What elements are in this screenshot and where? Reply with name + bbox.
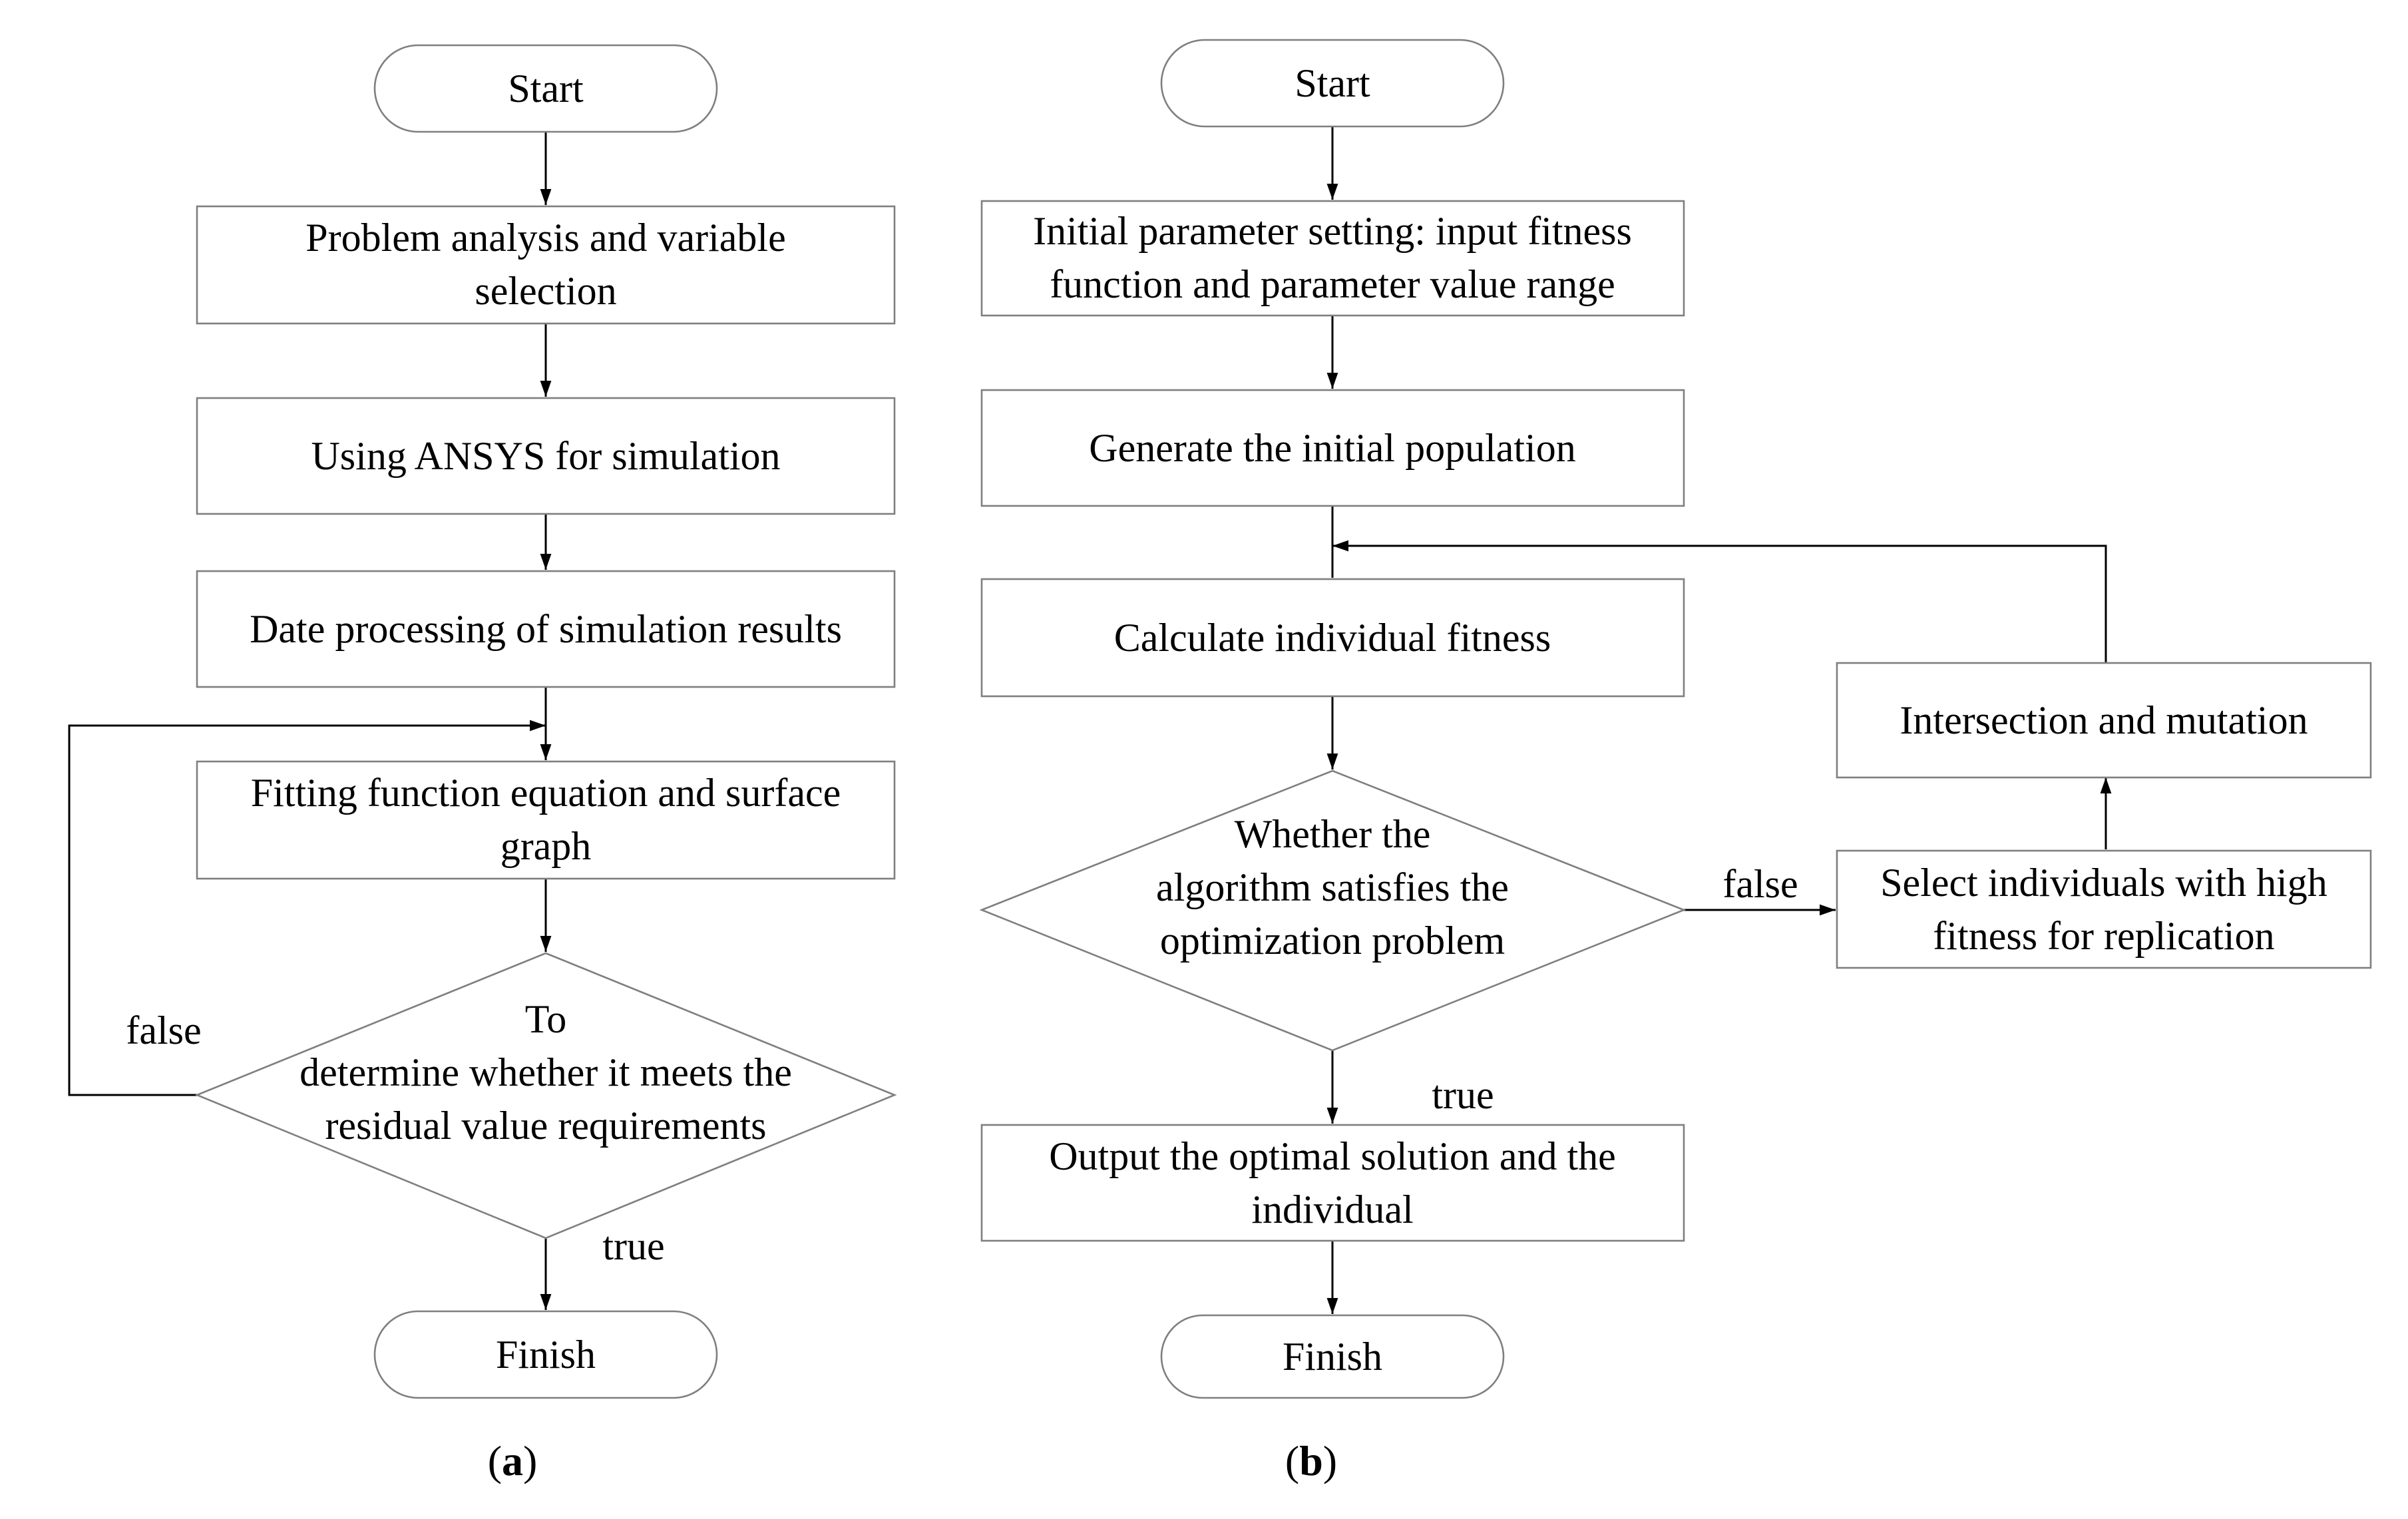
b-start-label: Start [1295,61,1370,105]
caption-b: (b) [1285,1437,1337,1484]
b-output-label-line2: individual [1251,1188,1413,1231]
flowchart-b: Start Initial parameter setting: input f… [979,39,2372,1484]
a-step3-label: Date processing of simulation results [250,607,842,651]
b-finish-terminator [1160,1314,1505,1399]
a-step3-box [196,570,896,688]
b-false-label: false [1722,862,1798,906]
a-step4-label-line2: graph [501,824,592,868]
a-step2-label: Using ANSYS for simulation [311,434,780,478]
a-step2-box [196,397,896,515]
a-decision-label-line2: determine whether it meets the [300,1050,792,1094]
flowchart-a-connectors [68,132,552,1310]
arrow-a-false-loop [68,720,546,1096]
b-select-label-line1: Select individuals with high [1880,861,2327,905]
a-finish-terminator [373,1310,718,1399]
a-finish-label: Finish [496,1333,596,1377]
a-step1-label-line2: selection [475,269,616,313]
a-decision-label-line1: To [525,997,566,1041]
b-decision-label-line3: optimization problem [1160,919,1505,963]
a-start-label: Start [508,67,584,110]
b-step1-label-line1: Initial parameter setting: input fitness [1033,209,1632,253]
b-step2-label: Generate the initial population [1089,426,1575,470]
b-true-label: true [1432,1073,1494,1117]
a-false-label: false [126,1008,201,1052]
flowchart-a: Start Problem analysis and variable sele… [68,44,897,1484]
a-true-label: true [602,1224,664,1268]
b-step1-label-line2: function and parameter value range [1050,262,1615,306]
a-decision-diamond [194,952,897,1239]
b-decision-diamond [979,769,1687,1052]
b-finish-label: Finish [1283,1335,1382,1379]
b-select-label-line2: fitness for replication [1933,914,2274,958]
b-step3-box [980,578,1685,698]
b-decision-label-line2: algorithm satisfies the [1156,865,1509,909]
b-step1-box [980,200,1685,317]
b-start-terminator [1160,39,1505,128]
a-decision-label-line3: residual value requirements [325,1104,766,1148]
a-step1-box [196,205,896,325]
a-start-terminator [373,44,718,133]
b-mutation-label: Intersection and mutation [1900,698,2308,742]
b-decision-label-line1: Whether the [1235,812,1431,856]
b-output-box [980,1124,1685,1242]
arrow-b-mutation-loop [1332,540,2107,663]
b-mutation-box [1836,662,2372,779]
b-step2-box [980,389,1685,507]
a-step4-box [196,760,896,880]
caption-a: (a) [488,1437,538,1484]
a-step1-label-line1: Problem analysis and variable [305,216,785,260]
b-select-box [1836,849,2372,969]
a-step4-label-line1: Fitting function equation and surface [251,771,841,815]
flowchart-b-connectors [1326,126,2112,1314]
b-output-label-line1: Output the optimal solution and the [1049,1134,1616,1178]
b-step3-label: Calculate individual fitness [1114,616,1551,660]
